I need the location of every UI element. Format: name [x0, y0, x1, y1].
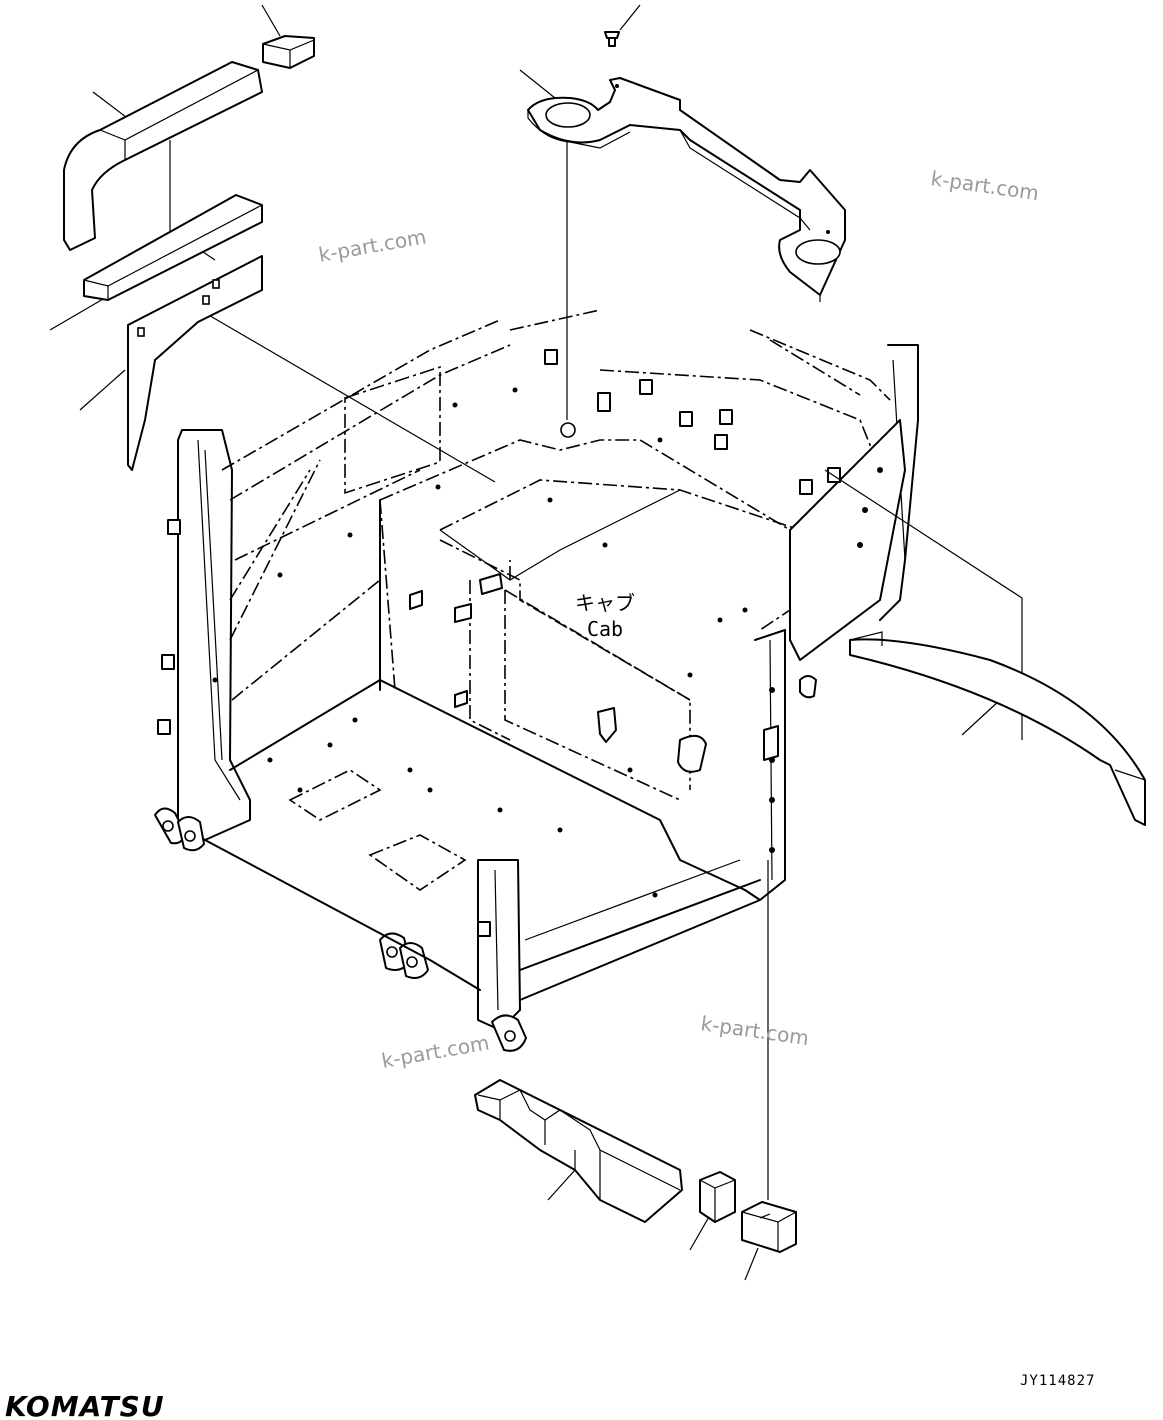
komatsu-logo: KOMATSU [5, 1390, 165, 1420]
part-bolt [604, 31, 620, 47]
cab-label-en: Cab [587, 617, 623, 641]
cab-frame [154, 309, 919, 1052]
roof-bosses [157, 349, 841, 937]
watermark-1: k-part.com [929, 166, 1040, 205]
frame-holes [212, 387, 748, 898]
part-top-block [262, 35, 315, 69]
drawing-code: JY114827 [1020, 1373, 1095, 1389]
part-small-block [699, 1171, 736, 1223]
leader-lines [49, 4, 1023, 1281]
part-ceiling-bracket [527, 77, 846, 302]
watermark-3: k-part.com [380, 1030, 491, 1073]
watermark-4: k-part.com [699, 1011, 810, 1050]
part-curved-trim [63, 61, 263, 251]
part-arc-trim [849, 631, 1146, 826]
part-floor-trim [474, 1079, 683, 1223]
cab-label-jp: キャブ [575, 591, 635, 615]
part-side-seal [127, 255, 263, 471]
part-clip-block [741, 1201, 797, 1253]
part-straight-trim [83, 194, 263, 301]
watermark-2: k-part.com [317, 224, 428, 267]
